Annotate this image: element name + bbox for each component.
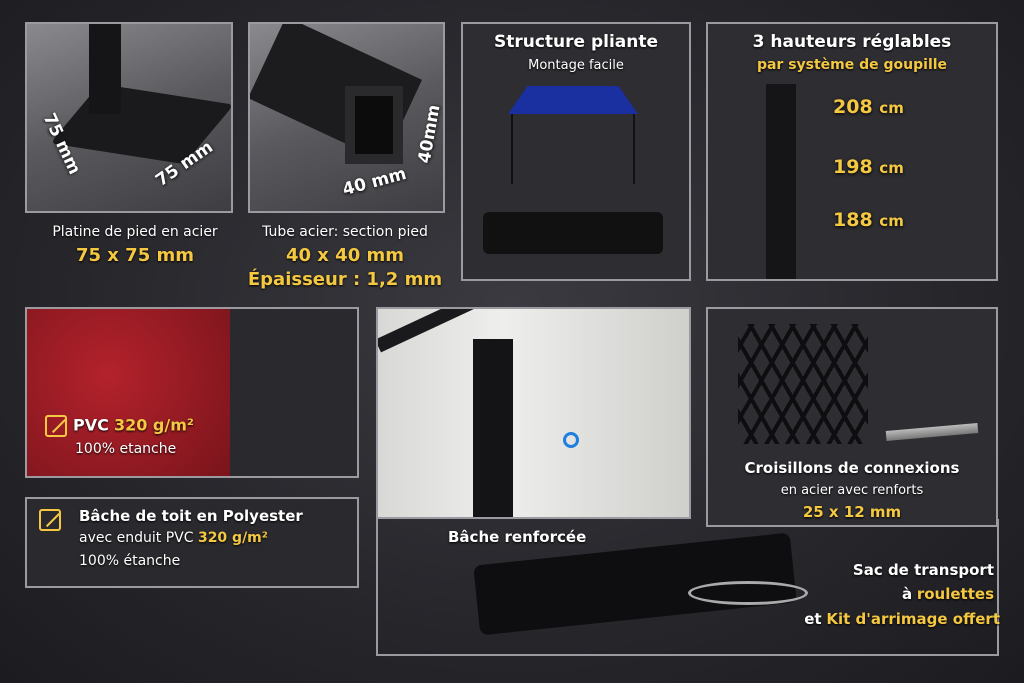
edit-icon bbox=[39, 509, 61, 531]
crossbars-title: Croisillons de connexions bbox=[744, 459, 960, 477]
leg-shape bbox=[473, 339, 513, 517]
heights-panel: 3 hauteurs réglables par système de goup… bbox=[706, 22, 998, 281]
pvc-text: PVC 320 g/m² bbox=[45, 415, 194, 437]
pvc-panel: PVC 320 g/m² 100% etanche bbox=[25, 307, 359, 478]
crossbars-line2: en acier avec renforts bbox=[780, 483, 924, 498]
canopy-roof bbox=[508, 86, 638, 114]
crossbars-size: 25 x 12 mm bbox=[802, 503, 902, 521]
transport-bag bbox=[483, 212, 663, 254]
tube-size: 40 x 40 mm bbox=[285, 245, 405, 266]
leg-tube bbox=[766, 84, 796, 279]
reinforced-photo bbox=[376, 307, 691, 519]
roof-panel: Bâche de toit en Polyester avec enduit P… bbox=[25, 497, 359, 588]
height-188: 188 cm bbox=[833, 209, 904, 231]
tube-caption: Tube acier: section pied bbox=[262, 224, 428, 240]
post-shape bbox=[89, 24, 121, 114]
rafter-shape bbox=[378, 309, 671, 353]
base-plate-size: 75 x 75 mm bbox=[75, 245, 195, 266]
bag-line3: et Kit d'arrimage offert bbox=[804, 610, 1000, 628]
ring-icon bbox=[563, 432, 579, 448]
crossbar-frame bbox=[738, 324, 868, 444]
roof-line3: 100% étanche bbox=[79, 553, 181, 569]
height-208: 208 cm bbox=[833, 96, 904, 118]
roof-title: Bâche de toit en Polyester bbox=[79, 507, 303, 525]
bag-line1: Sac de transport bbox=[852, 561, 994, 579]
base-plate-photo: 75 mm 75 mm bbox=[25, 22, 233, 213]
structure-title: Structure pliante bbox=[493, 32, 659, 52]
base-plate-caption: Platine de pied en acier bbox=[52, 224, 218, 240]
roof-line2: avec enduit PVC 320 g/m² bbox=[79, 530, 268, 546]
heights-subtitle: par système de goupille bbox=[756, 57, 948, 73]
structure-panel: Structure pliante Montage facile bbox=[461, 22, 691, 281]
bag-panel bbox=[376, 519, 999, 656]
tube-thickness: Épaisseur : 1,2 mm bbox=[247, 269, 443, 290]
pvc-line2: 100% etanche bbox=[75, 441, 177, 457]
height-198: 198 cm bbox=[833, 156, 904, 178]
heights-title: 3 hauteurs réglables bbox=[752, 32, 952, 52]
rope-coil bbox=[688, 581, 808, 605]
tube-photo: 40 mm 40mm bbox=[248, 22, 445, 213]
reinforced-caption: Bâche renforcée bbox=[448, 528, 587, 546]
dim-right: 40mm bbox=[414, 103, 445, 165]
canopy-frame bbox=[511, 114, 635, 184]
stakes bbox=[885, 423, 979, 441]
tube-section bbox=[345, 86, 403, 164]
edit-icon bbox=[45, 415, 67, 437]
crossbars-panel: Croisillons de connexions en acier avec … bbox=[706, 307, 998, 527]
structure-subtitle: Montage facile bbox=[528, 58, 624, 73]
dim-bottom: 40 mm bbox=[340, 163, 409, 201]
bag-line2: à roulettes bbox=[901, 585, 994, 603]
pvc-red-sample bbox=[27, 309, 230, 476]
